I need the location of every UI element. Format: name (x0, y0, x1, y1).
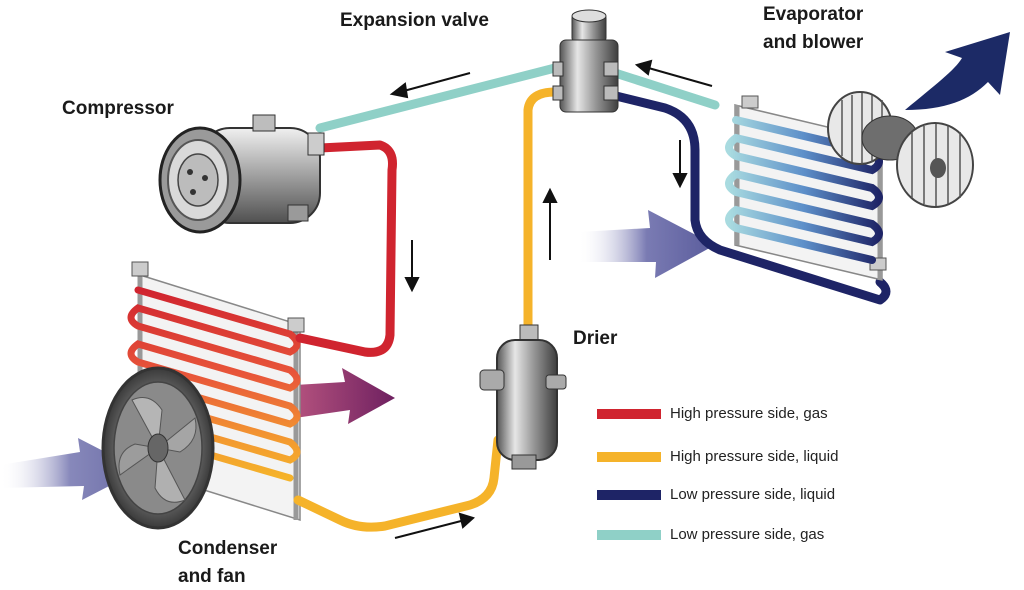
condenser-fan (101, 366, 215, 530)
blower (827, 91, 974, 208)
label-evaporator-line1: Evaporator (763, 4, 864, 25)
legend-swatch-3 (597, 530, 661, 540)
label-expansion-valve: Expansion valve (340, 10, 489, 31)
label-condenser-line1: Condenser (178, 538, 278, 559)
label-compressor: Compressor (62, 98, 174, 119)
legend-label-high-gas: High pressure side, gas (670, 405, 828, 422)
label-drier: Drier (573, 328, 618, 349)
expansion-valve (552, 9, 619, 113)
pipe-drier-to-valve-high-liquid (523, 87, 560, 335)
pipe-valve-to-compressor-low-gas (315, 63, 560, 133)
airflow-in-evaporator-arrow (578, 210, 715, 278)
airflow-hot-condenser-arrow (295, 368, 395, 424)
flow-arrow-bottom (394, 512, 475, 539)
flow-arrow-down-blue (672, 140, 688, 189)
pipe-condenser-to-drier-high-liquid (293, 435, 503, 532)
legend-swatch-1 (597, 452, 661, 462)
legend-swatch-2 (597, 490, 661, 500)
label-condenser-line2: and fan (178, 566, 246, 587)
pipe-compressor-to-condenser-high-gas (295, 140, 397, 357)
compressor (158, 114, 325, 234)
airflow-out-evaporator-arrow (905, 32, 1010, 110)
label-evaporator-line2: and blower (763, 32, 864, 53)
flow-arrow-down-red (404, 240, 420, 293)
legend-label-high-liquid: High pressure side, liquid (670, 448, 839, 465)
flow-arrow-from-evaporator (634, 59, 713, 87)
flow-arrow-to-compressor (389, 72, 471, 99)
pipe-evaporator-to-valve-low-gas (607, 67, 720, 110)
legend-label-low-liquid: Low pressure side, liquid (670, 486, 836, 503)
legend-label-low-gas: Low pressure side, gas (670, 526, 825, 543)
drier (479, 324, 567, 470)
legend-swatch-0 (597, 409, 661, 419)
legend-swatches (597, 409, 661, 540)
pipe-valve-to-evaporator-low-liquid (607, 90, 891, 305)
flow-arrow-up-yellow (542, 187, 558, 260)
